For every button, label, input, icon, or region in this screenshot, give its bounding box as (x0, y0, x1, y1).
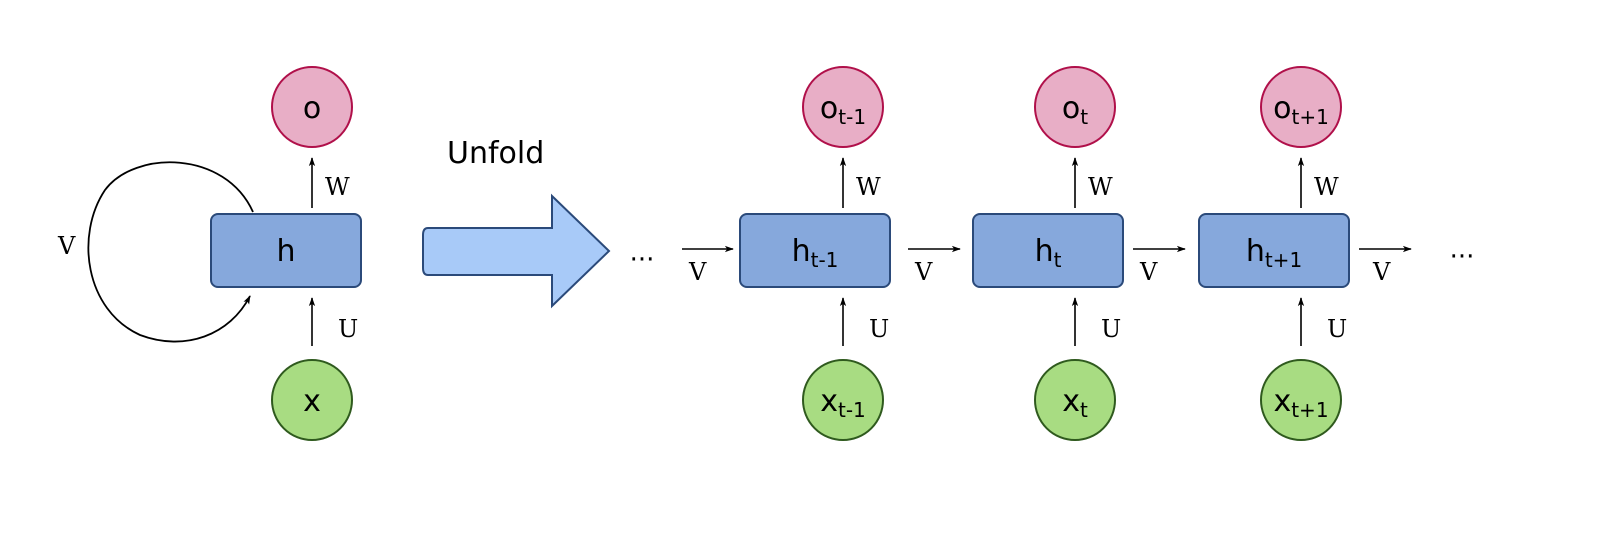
input-node-label-1: xt (1062, 384, 1088, 422)
output-weight-label: W (325, 173, 350, 201)
output-weight-label-2: W (1314, 173, 1339, 201)
input-node-0 (802, 359, 884, 441)
input-node-1 (1034, 359, 1116, 441)
input-node-label-0: xt-1 (820, 384, 866, 422)
unfold-label: Unfold (447, 136, 544, 171)
hidden-node-2 (1198, 213, 1350, 288)
recurrent-loop-arrow (87, 161, 254, 343)
output-weight-label-0: W (856, 173, 881, 201)
hidden-node-1 (972, 213, 1124, 288)
output-node-label-1: ot (1062, 91, 1088, 129)
folded-rnn: o W h U x V (57, 66, 362, 441)
input-weight-label-2: U (1327, 315, 1347, 343)
hidden-node (210, 213, 362, 288)
ellipsis-right: ··· (1450, 242, 1475, 272)
hidden-node-label-2: ht+1 (1246, 234, 1302, 272)
output-node-0 (802, 66, 884, 148)
recurrent-weight-label-0: V (688, 258, 707, 286)
input-node-label: x (303, 384, 321, 419)
recurrent-weight-label: V (57, 232, 76, 260)
input-node-2 (1260, 359, 1342, 441)
hidden-node-label-0: ht-1 (792, 234, 839, 272)
output-node-label-0: ot-1 (820, 91, 866, 129)
hidden-node-label: h (276, 234, 295, 269)
recurrent-weight-label-1: V (914, 258, 933, 286)
output-node-label-2: ot+1 (1273, 91, 1329, 129)
unfold-arrow-icon (422, 193, 611, 309)
output-weight-label-1: W (1088, 173, 1113, 201)
output-node (271, 66, 353, 148)
input-node-label-2: xt+1 (1273, 384, 1328, 422)
output-node-2 (1260, 66, 1342, 148)
output-node-1 (1034, 66, 1116, 148)
input-weight-label-0: U (869, 315, 889, 343)
input-weight-label: U (338, 315, 358, 343)
recurrent-weight-label-2: V (1139, 258, 1158, 286)
hidden-node-label-1: ht (1035, 234, 1062, 272)
recurrent-weight-label-out: V (1372, 258, 1391, 286)
output-node-label: o (303, 91, 321, 126)
input-weight-label-1: U (1101, 315, 1121, 343)
ellipsis-left: ··· (630, 245, 655, 275)
input-node (271, 359, 353, 441)
hidden-node-0 (739, 213, 891, 288)
